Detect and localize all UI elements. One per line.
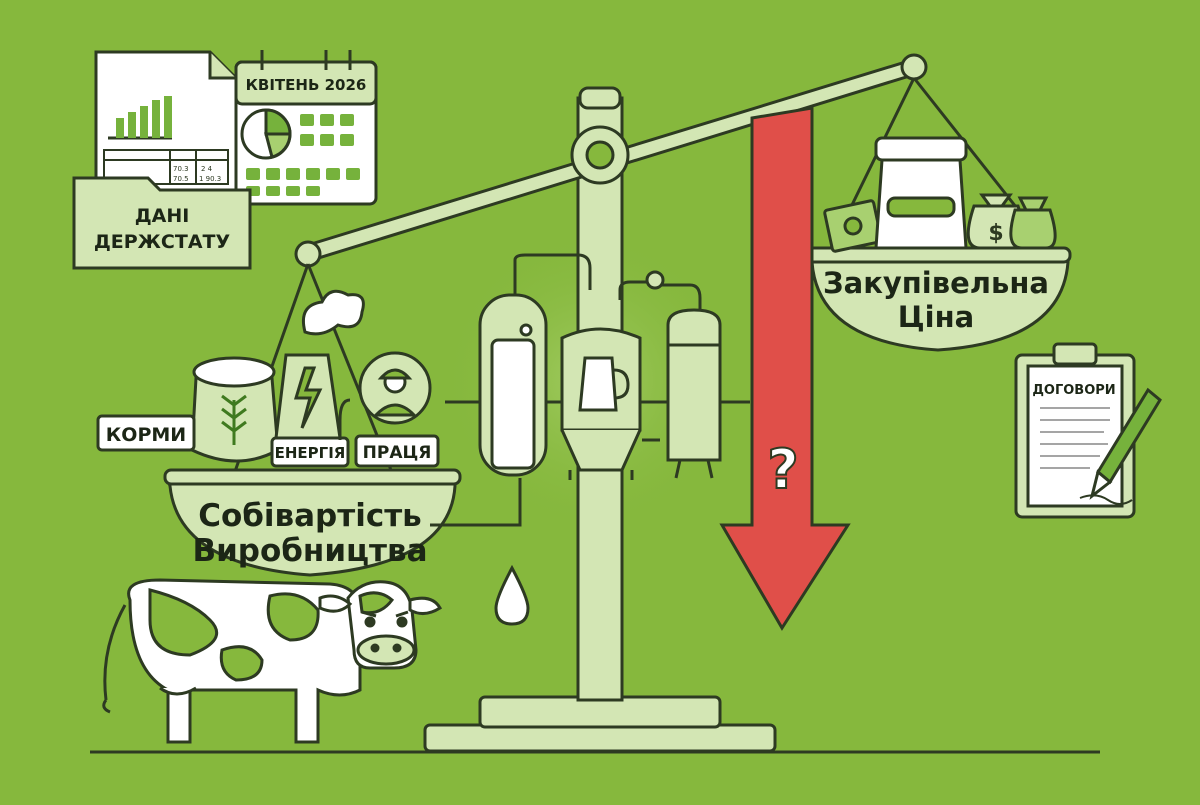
- milk-tank-icon: [478, 293, 548, 477]
- cost-pan: [163, 263, 462, 577]
- price-title-line1: Закупівельна: [823, 266, 1049, 300]
- stat-folder-line1: ДАНІ: [135, 205, 190, 227]
- feed-sack-icon: [190, 356, 280, 463]
- cost-title-line1: Собівартість: [198, 498, 422, 534]
- scale-beam: [294, 53, 928, 268]
- milk-can-icon: [874, 136, 968, 250]
- feed-label-box: [96, 414, 196, 452]
- calendar-label: КВІТЕНЬ 2026: [246, 76, 367, 94]
- stat-folder-line2: ДЕРЖСТАТУ: [94, 231, 231, 253]
- feed-label: КОРМИ: [106, 424, 186, 446]
- table-cell-2: 2 4: [201, 165, 213, 173]
- labor-label: ПРАЦЯ: [363, 443, 432, 463]
- svg-text:$: $: [988, 221, 1003, 246]
- question-mark: ?: [767, 438, 798, 501]
- folder-icon: [72, 176, 252, 270]
- processing-plant: [430, 253, 702, 527]
- price-title-line2: Ціна: [898, 300, 974, 334]
- pasteurizer-icon: [560, 327, 642, 480]
- energy-label-box: [270, 436, 350, 468]
- energy-label: ЕНЕРГІЯ: [275, 444, 346, 462]
- contract-label: ДОГОВОРИ: [1032, 383, 1115, 398]
- storage-tank-icon: [666, 308, 722, 479]
- report-sheet-icon: [94, 50, 238, 192]
- down-arrow-shape: [719, 106, 851, 631]
- labor-label-box: [354, 434, 440, 468]
- clipboard-icon: [1014, 342, 1136, 519]
- money-bag-icon: $: [966, 193, 1057, 250]
- table-cell-3: 70.5: [173, 175, 189, 183]
- cost-title-line2: Виробництва: [192, 533, 427, 569]
- worker-icon: [338, 351, 432, 440]
- table-cell-4: 1 90.3: [199, 175, 221, 183]
- cow-icon: [102, 578, 443, 744]
- energy-icon: [274, 289, 365, 440]
- pen-icon: [1079, 387, 1162, 505]
- calendar-icon: [234, 50, 378, 206]
- down-arrow-icon: [719, 106, 851, 631]
- milk-drop-icon: [494, 564, 530, 626]
- table-cell-1: 70.3: [173, 165, 189, 173]
- money-bills-icon: [823, 199, 883, 253]
